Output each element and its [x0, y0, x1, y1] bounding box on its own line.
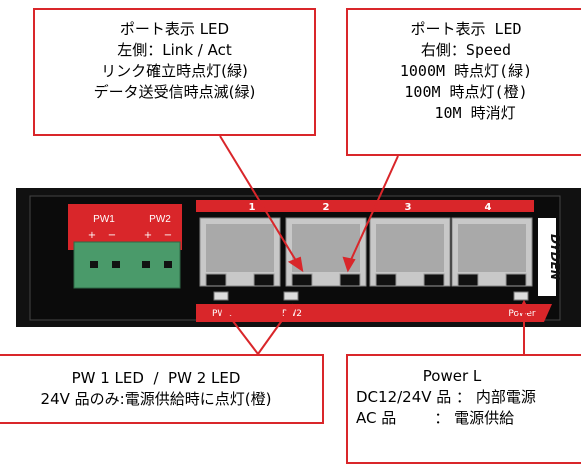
- rj45-port-4: [451, 217, 533, 287]
- callout-pw-led: PW 1 LED / PW 2 LED 24V 品のみ:電源供給時に点灯(橙): [0, 354, 324, 424]
- callout-port-led-left-line4: データ送受信時点滅(緑): [93, 83, 256, 101]
- callout-port-led-left-line1: ポート表示 LED: [119, 20, 230, 38]
- callout-power-led: Power L DC12/24V 品 ： 内部電源 AC 品 ： 電源供給: [346, 354, 581, 464]
- terminal-slot-4: [164, 261, 172, 268]
- callout-port-led-right-line3: 1000M 時点灯(緑): [399, 62, 533, 80]
- callout-arrows: [219, 135, 531, 355]
- callout-power-led-line3: AC 品 ： 電源供給: [356, 409, 515, 427]
- polarity-3: +: [144, 230, 152, 241]
- polarity-1: +: [88, 230, 96, 241]
- port-number-2: 2: [323, 202, 330, 213]
- callout-power-led-line2: DC12/24V 品 ： 内部電源: [356, 388, 536, 406]
- callout-port-led-right-line4: 100M 時点灯(橙): [404, 83, 528, 101]
- port-number-strip: [196, 200, 534, 212]
- port-number-1: 1: [249, 202, 256, 213]
- port-number-3: 3: [405, 202, 412, 213]
- callout-port-led-right-line5: 10M 時消灯: [416, 104, 516, 122]
- terminal-label-pw1: PW1: [93, 214, 115, 225]
- terminal-slot-1: [90, 261, 98, 268]
- brand-logo: DYDEN: [548, 234, 562, 280]
- terminal-slot-3: [142, 261, 150, 268]
- callout-pw-led-line2: 24V 品のみ:電源供給時に点灯(橙): [40, 390, 272, 408]
- terminal-slot-2: [112, 261, 120, 268]
- callout-port-led-right-line1: ポート表示 LED: [410, 20, 522, 38]
- callout-pw-led-line1: PW 1 LED / PW 2 LED: [71, 369, 241, 387]
- terminal-label-pw2: PW2: [149, 214, 171, 225]
- callout-port-led-left-line2: 左側：Link / Act: [117, 41, 232, 59]
- led-pw1: [213, 291, 229, 301]
- brand-plate: [538, 218, 556, 296]
- led-label-strip: [196, 304, 552, 322]
- rj45-port-2: [285, 217, 367, 287]
- rj45-port-3: [369, 217, 451, 287]
- polarity-4: −: [164, 230, 172, 241]
- rj45-port-1: [199, 217, 281, 287]
- callout-port-led-left-line3: リンク確立時点灯(緑): [101, 62, 248, 80]
- callout-port-led-left: ポート表示 LED 左側：Link / Act リンク確立時点灯(緑) データ送…: [33, 8, 316, 136]
- led-power: [513, 291, 529, 301]
- callout-port-led-right: ポート表示 LED 右側：Speed 1000M 時点灯(緑) 100M 時点灯…: [346, 8, 581, 156]
- device-diagram: PW1 PW2 + − + − 1 2 3 4 DYDEN: [16, 135, 581, 355]
- callout-port-led-right-line2: 右側：Speed: [420, 41, 512, 59]
- callout-power-led-line1: Power L: [356, 367, 482, 385]
- polarity-2: −: [108, 230, 116, 241]
- port-number-4: 4: [485, 202, 492, 213]
- led-pw2: [283, 291, 299, 301]
- led-label-pw1: PW1: [212, 309, 232, 319]
- led-label-power: Power: [508, 309, 536, 319]
